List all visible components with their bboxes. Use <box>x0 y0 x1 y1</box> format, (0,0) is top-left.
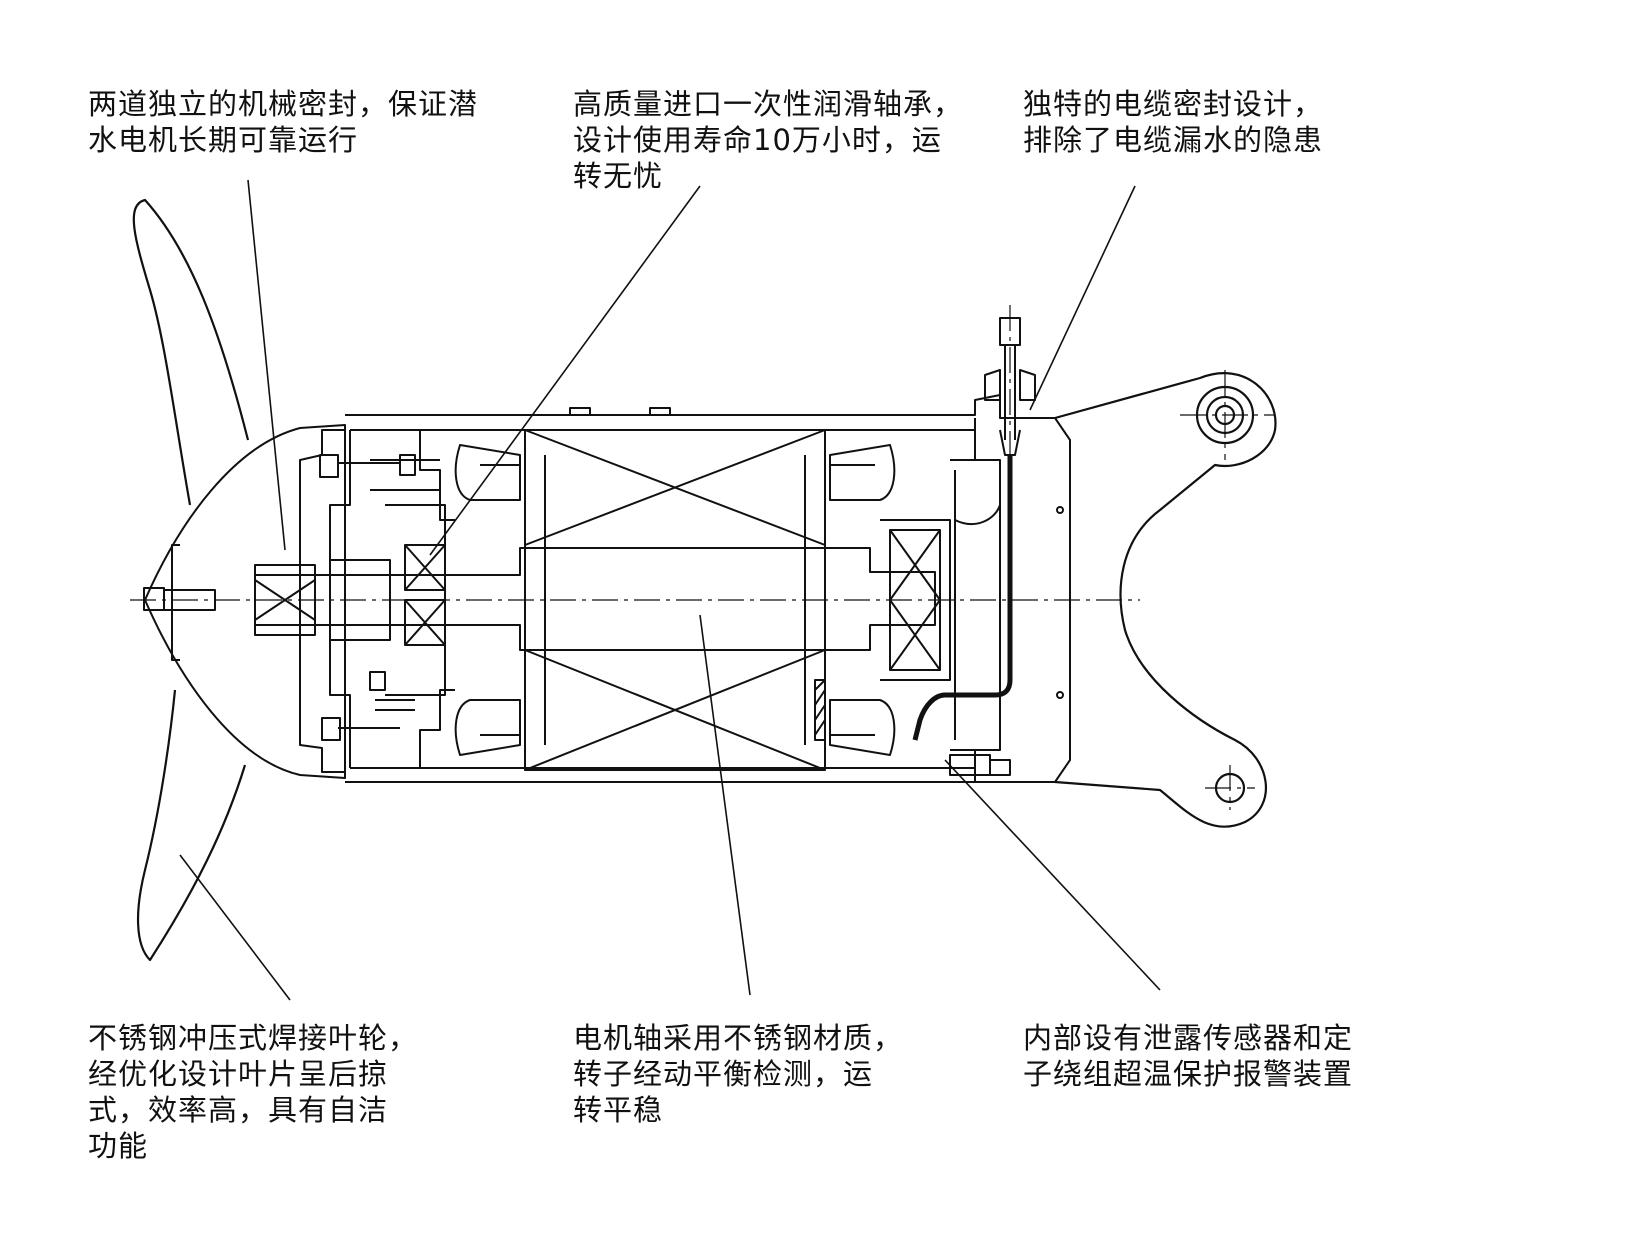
annotation-line: 设计使用寿命10万小时，运 <box>573 123 942 157</box>
annotation-line: 独特的电缆密封设计， <box>1023 87 1324 121</box>
annotation-line: 功能 <box>88 1129 149 1163</box>
annotation-line: 转无忧 <box>573 159 664 193</box>
annotation-mechanical-seal: 两道独立的机械密封，保证潜 水电机长期可靠运行 <box>88 86 478 158</box>
annotation-line: 水电机长期可靠运行 <box>88 123 359 157</box>
annotation-leak-sensor: 内部设有泄露传感器和定 子绕组超温保护报警装置 <box>1023 1020 1353 1092</box>
annotation-motor-shaft: 电机轴采用不锈钢材质， 转子经动平衡检测，运 转平稳 <box>573 1020 903 1128</box>
centerlines <box>130 305 1275 810</box>
power-cable <box>912 455 1013 741</box>
impeller-upper-blade <box>132 198 250 506</box>
annotation-line: 式，效率高，具有自洁 <box>88 1093 389 1127</box>
annotation-line: 电机轴采用不锈钢材质， <box>573 1021 904 1055</box>
leader-lines <box>179 179 1161 1001</box>
leader-line-cable <box>1029 185 1136 411</box>
annotation-line: 转平稳 <box>573 1093 664 1127</box>
hub-inner-flange <box>299 429 345 773</box>
front-bearing <box>404 544 446 646</box>
annotation-line: 内部设有泄露传感器和定 <box>1023 1021 1354 1055</box>
leader-line-sensor <box>944 759 1161 991</box>
annotation-line: 高质量进口一次性润滑轴承， <box>573 87 964 121</box>
annotation-cable-seal: 独特的电缆密封设计， 排除了电缆漏水的隐患 <box>1023 86 1323 158</box>
annotation-line: 排除了电缆漏水的隐患 <box>1023 123 1324 157</box>
annotation-line: 子绕组超温保护报警装置 <box>1023 1057 1354 1091</box>
annotation-line: 转子经动平衡检测，运 <box>573 1057 874 1091</box>
seal-chamber <box>254 429 455 769</box>
nose-bolt-head <box>143 587 165 611</box>
winding-end-left-bottom <box>454 699 521 756</box>
winding-end-left-top <box>454 444 521 501</box>
leader-line-impeller <box>179 854 291 1001</box>
impeller-lower-blade <box>137 689 247 962</box>
cable-gland <box>912 317 1036 741</box>
housing-top-ribs <box>569 407 671 415</box>
motor-shaft <box>255 547 936 651</box>
annotation-line: 两道独立的机械密封，保证潜 <box>88 87 479 121</box>
leader-line-shaft <box>699 614 751 996</box>
impeller-blades <box>132 198 250 962</box>
leader-line-seal <box>247 179 286 551</box>
winding-end-right-bottom <box>829 699 896 756</box>
hub-nose-cap <box>171 544 180 661</box>
winding-end-right-top <box>829 444 896 501</box>
leader-line-bearing <box>429 185 701 556</box>
bracket-outline <box>1054 372 1277 828</box>
annotation-impeller: 不锈钢冲压式焊接叶轮， 经优化设计叶片呈后掠 式，效率高，具有自洁 功能 <box>88 1020 418 1164</box>
annotation-line: 经优化设计叶片呈后掠 <box>88 1057 389 1091</box>
annotation-bearing: 高质量进口一次性润滑轴承， 设计使用寿命10万小时，运 转无忧 <box>573 86 963 194</box>
annotation-line: 不锈钢冲压式焊接叶轮， <box>88 1021 419 1055</box>
